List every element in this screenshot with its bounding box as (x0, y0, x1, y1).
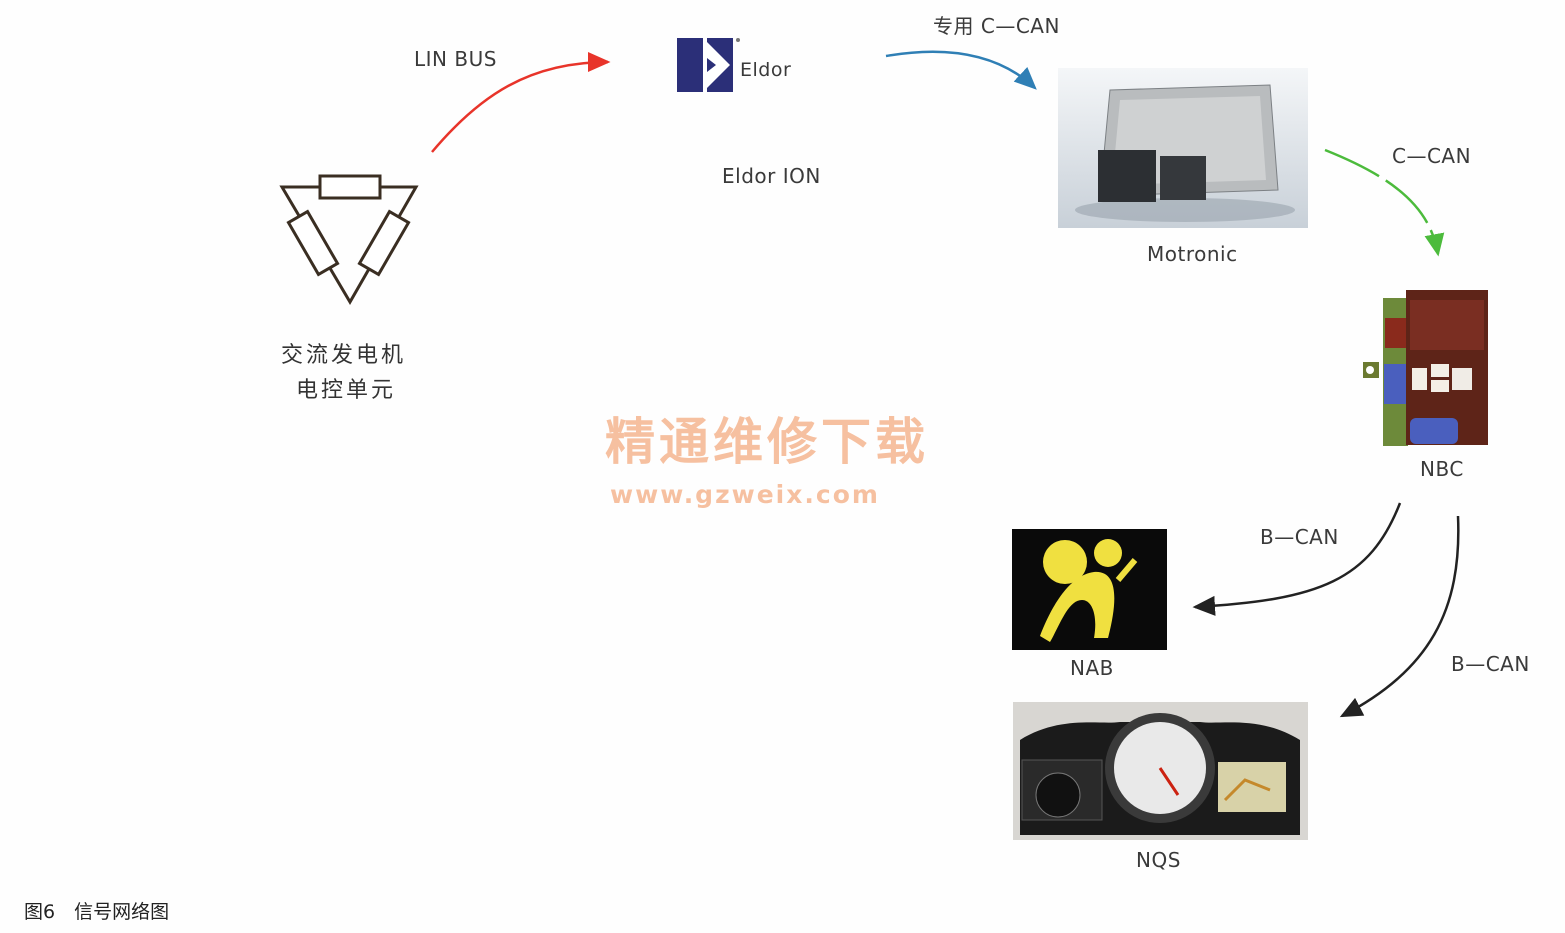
eldor-logo-text: Eldor (740, 59, 792, 81)
bcan-nab-arrow (1192, 502, 1402, 616)
watermark-url: www.gzweix.com (610, 480, 880, 509)
motronic-label: Motronic (1147, 242, 1238, 266)
motronic-ecu-image (1058, 68, 1308, 228)
nab-label: NAB (1070, 656, 1114, 680)
alternator-triangle-symbol (279, 174, 419, 305)
nqs-label: NQS (1136, 848, 1181, 872)
eldor-ion-label: Eldor ION (722, 164, 821, 188)
ccan-arrow (1324, 148, 1445, 257)
bcan-nqs-label: B—CAN (1451, 652, 1530, 676)
nqs-instrument-cluster-image (1013, 702, 1308, 840)
alternator-label-line2: 电控单元 (296, 378, 397, 403)
private-ccan-label: 专用 C—CAN (933, 14, 1060, 38)
bcan-nab-label: B—CAN (1260, 525, 1339, 549)
eldor-logo (677, 38, 740, 92)
bcan-nqs-arrow (1339, 515, 1460, 718)
ccan-label: C—CAN (1392, 144, 1472, 168)
watermark-title: 精通维修下载 (605, 412, 929, 471)
nbc-fusebox-image (1363, 290, 1488, 446)
lin-bus-label: LIN BUS (414, 47, 497, 71)
registered-mark-icon (736, 38, 740, 42)
private-ccan-arrow (885, 50, 1037, 90)
nbc-label: NBC (1420, 457, 1464, 481)
nab-airbag-image (1012, 529, 1167, 650)
alternator-label-line1: 交流发电机 (281, 343, 407, 368)
figure-caption: 图6 信号网络图 (24, 901, 170, 923)
lin-bus-arrow (431, 52, 611, 153)
